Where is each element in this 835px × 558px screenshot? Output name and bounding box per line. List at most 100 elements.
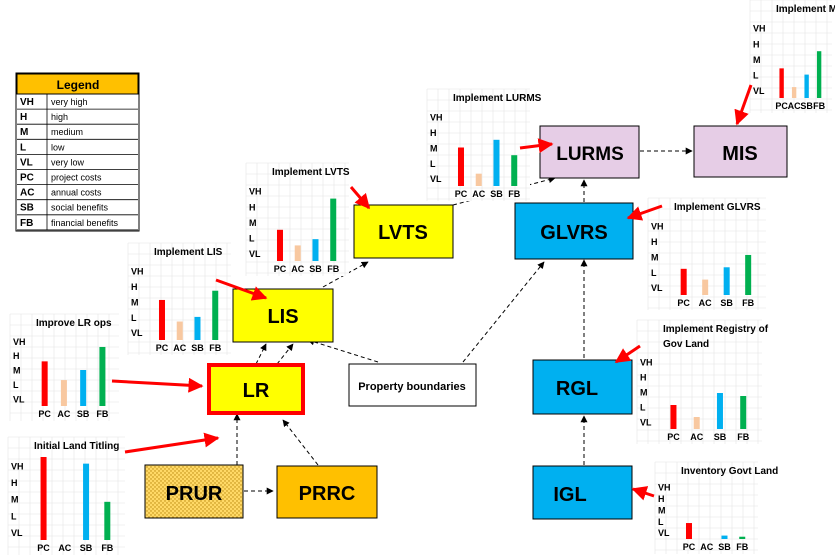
chart-category-label: PC xyxy=(667,432,680,442)
chart-category-label: SB xyxy=(800,101,813,111)
node-prrc[interactable]: PRRC xyxy=(276,465,378,519)
chart-level-label: VH xyxy=(640,357,653,367)
chart-bar xyxy=(104,501,111,540)
chart-level-label: VL xyxy=(753,86,765,96)
chart-level-label: L xyxy=(430,159,436,169)
connector-lis-lvts xyxy=(322,261,369,288)
chart-category-label: PC xyxy=(38,409,51,419)
chart-level-label: M xyxy=(249,218,257,228)
chart-title: Implement LIS xyxy=(154,247,223,258)
chart-level-label: VL xyxy=(131,328,143,338)
node-rgl[interactable]: RGL xyxy=(532,359,633,415)
node-property-label: Property boundaries xyxy=(358,381,466,393)
chart-category-label: SB xyxy=(191,343,204,353)
chart-title: Implement LVTS xyxy=(272,167,350,178)
chart-bar xyxy=(716,393,723,429)
legend-code: AC xyxy=(20,188,34,199)
chart-level-label: H xyxy=(131,282,138,292)
node-lis[interactable]: LIS xyxy=(232,288,334,343)
chart-category-label: AC xyxy=(699,298,712,308)
chart-category-label: SB xyxy=(309,264,322,274)
chart-category-label: PC xyxy=(37,543,50,553)
chart-level-label: M xyxy=(640,387,648,397)
chart-bar xyxy=(83,463,90,540)
chart-bar xyxy=(475,173,482,186)
chart-level-label: H xyxy=(651,237,658,247)
legend-title: Legend xyxy=(57,78,100,92)
chart-bar xyxy=(791,87,797,98)
legend-row: FB financial benefits xyxy=(17,214,138,231)
chart-bar xyxy=(158,299,165,340)
node-prur[interactable]: PRUR xyxy=(144,464,244,519)
legend-row: VL very low xyxy=(17,154,138,170)
red-arrow-igl xyxy=(631,486,655,501)
chart-category-label: PC xyxy=(455,189,468,199)
chart-level-label: L xyxy=(13,380,19,390)
chart-bar xyxy=(511,155,518,186)
legend-code: H xyxy=(20,112,27,123)
chart-bar xyxy=(194,316,201,340)
chart-bar xyxy=(99,346,106,406)
legend-code: FB xyxy=(20,218,33,229)
node-mis[interactable]: MIS xyxy=(693,125,788,178)
chart-bar xyxy=(816,51,822,98)
chart-category-label: PC xyxy=(274,264,287,274)
legend-text: financial benefits xyxy=(51,218,119,228)
legend-text: very low xyxy=(51,157,85,167)
chart-bar xyxy=(40,457,47,540)
node-glvrs-label: GLVRS xyxy=(540,222,607,244)
legend-text: project costs xyxy=(51,173,102,183)
chart-level-label: VH xyxy=(131,267,144,277)
node-igl[interactable]: IGL xyxy=(532,465,633,520)
red-arrow-glvrs xyxy=(626,204,663,221)
chart-category-label: FB xyxy=(813,101,825,111)
chart-bar xyxy=(745,254,752,295)
chart-category-label: FB xyxy=(101,543,113,553)
chart-level-label: VH xyxy=(658,483,671,493)
chart-category-label: FB xyxy=(209,343,221,353)
legend-code: L xyxy=(20,142,26,153)
chart-level-label: M xyxy=(131,297,139,307)
node-rgl-label: RGL xyxy=(556,378,598,400)
node-glvrs[interactable]: GLVRS xyxy=(514,202,634,260)
node-mis-label: MIS xyxy=(722,143,758,165)
chart-level-label: L xyxy=(249,234,255,244)
chart-level-label: VL xyxy=(658,528,670,538)
node-lurms[interactable]: LURMS xyxy=(539,125,640,179)
chart-title: Implement GLVRS xyxy=(674,202,761,213)
chart-category-label: PC xyxy=(156,343,169,353)
chart-bar xyxy=(176,321,183,340)
node-property-boundaries[interactable]: Property boundaries xyxy=(348,363,477,407)
chart-level-label: H xyxy=(13,351,20,361)
legend-code: SB xyxy=(20,203,34,214)
chart-level-label: VL xyxy=(11,528,23,538)
node-lvts[interactable]: LVTS xyxy=(353,204,454,259)
node-lr[interactable]: LR xyxy=(207,363,305,415)
chart-level-label: M xyxy=(753,55,761,65)
chart-level-label: H xyxy=(11,478,18,488)
legend-code: VL xyxy=(20,157,33,168)
node-lis-label: LIS xyxy=(267,306,298,328)
chart-bar xyxy=(60,380,67,406)
red-arrow-lr xyxy=(111,377,204,393)
chart-level-label: M xyxy=(658,505,666,515)
chart-bar xyxy=(212,290,219,340)
chart-bar xyxy=(80,370,87,406)
chart-bar xyxy=(670,405,677,429)
chart-category-label: AC xyxy=(700,542,713,552)
chart-bar xyxy=(457,147,464,186)
chart-level-label: M xyxy=(13,366,21,376)
chart-category-label: SB xyxy=(718,542,731,552)
node-igl-label: IGL xyxy=(553,484,586,506)
chart-level-label: H xyxy=(658,494,665,504)
chart-level-label: H xyxy=(753,39,760,49)
